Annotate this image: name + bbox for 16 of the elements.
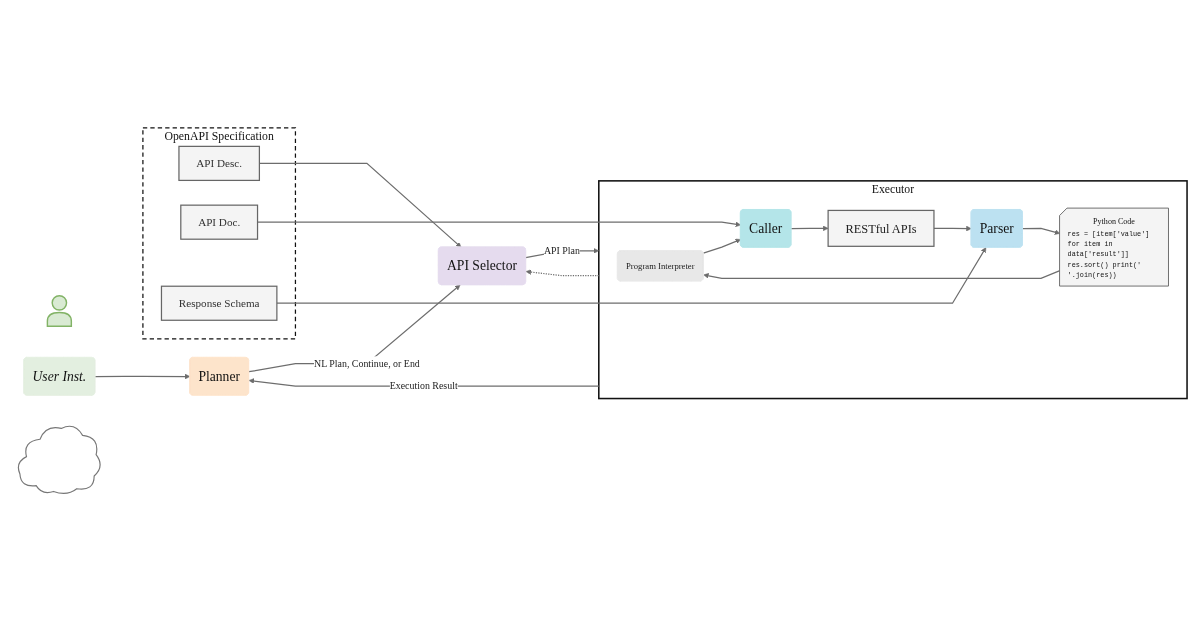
node-person xyxy=(45,294,74,328)
edge-label: NL Plan, Continue, or End xyxy=(314,358,420,369)
arrow xyxy=(248,284,461,373)
arrow xyxy=(702,238,741,254)
node-box: API Doc. xyxy=(180,204,259,240)
edge-label: API Plan xyxy=(543,245,580,256)
arrow xyxy=(933,225,972,232)
arrow xyxy=(94,373,191,380)
node-box: Response Schema xyxy=(160,285,278,321)
arrow xyxy=(1022,227,1061,235)
edge-label: Execution Result xyxy=(389,380,458,392)
arrow xyxy=(790,225,829,232)
arrow xyxy=(525,269,600,277)
node-box: API Desc. xyxy=(178,145,260,181)
arrow xyxy=(703,270,1061,279)
node-box: RESTful APIs xyxy=(827,209,935,247)
